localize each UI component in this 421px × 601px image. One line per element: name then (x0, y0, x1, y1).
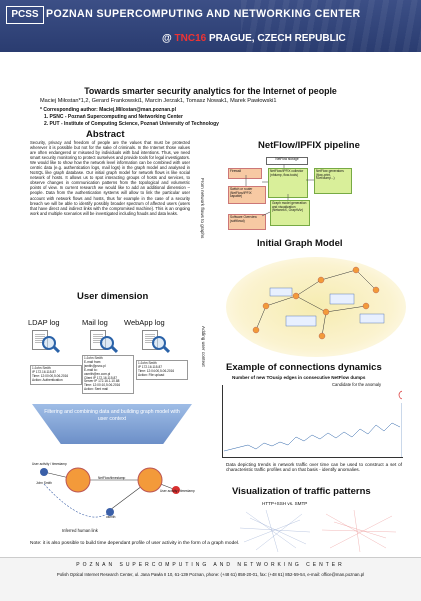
card-line: 1:John Smith (84, 356, 103, 360)
corresponding-author: * Corresponding author: Maciej.Milostan@… (40, 107, 176, 113)
card-line: E-mail from: (84, 359, 102, 364)
card-line: Time: 12:04:00,5.06.2016 (138, 368, 175, 373)
netflow-arrows (245, 164, 314, 217)
magnifier-icon (152, 336, 166, 350)
osmith-node-label: osmith (106, 515, 116, 519)
affiliation-2: 2. PUT - Institute of Computing Science,… (44, 121, 219, 127)
header-at: @ (162, 33, 172, 44)
graph-model-background (226, 257, 406, 357)
netflow-storage-box: NetFlow storage (266, 157, 308, 165)
traffic-pattern-visual (239, 509, 397, 553)
user-activity-left-label: User activity / timestamp (32, 462, 67, 466)
user-dimension-note: Note: it is also possible to build time … (30, 541, 240, 546)
header-place: PRAGUE, CZECH REPUBLIC (209, 33, 346, 44)
netflow-heading: NetFlow/IPFIX pipeline (258, 140, 360, 151)
visualization-heading: Visualization of traffic patterns (232, 486, 371, 497)
user-dimension-heading: User dimension (77, 291, 149, 302)
dynamics-chart (222, 385, 403, 458)
footer-organization: POZNAN SUPERCOMPUTING AND NETWORKING CEN… (76, 562, 345, 568)
user-graph-diagram (40, 467, 180, 518)
card-line: Action: File upload (138, 372, 165, 377)
poster-header: PCSS POZNAN SUPERCOMPUTING AND NETWORKIN… (0, 0, 421, 52)
initial-graph-heading: Initial Graph Model (257, 238, 343, 249)
card-line: Action: Authentication (32, 377, 63, 382)
netflow-edge-label: NetFlow/timestamp (98, 476, 126, 480)
webapp-log-label: WebApp log (124, 318, 165, 327)
ldap-log-card: 1:John Smith IP 172.16.115.87 Time: 12:0… (30, 365, 82, 385)
firewall-box: Firewall (228, 168, 262, 179)
card-line: Action: Sent mail (84, 387, 108, 392)
poster-footer (0, 557, 421, 601)
pcss-logo: PCSS (6, 6, 44, 24)
footer-address: Polish Optical Internet Research Center,… (56, 572, 365, 577)
abstract-heading: Abstract (86, 129, 125, 140)
traffic-label-vs: vs. (287, 501, 294, 506)
mail-log-label: Mail log (82, 318, 108, 327)
card-line: 1:John Smith (32, 366, 51, 370)
graph-model-box: Graph model generation and visualization… (270, 200, 310, 226)
overview-box: Software Overview (softflowd) (228, 214, 266, 230)
dynamics-series (223, 390, 402, 457)
header-pattern (241, 0, 421, 52)
paper-title: Towards smarter security analytics for t… (84, 86, 337, 96)
card-line: osmith@ex.com.pl (84, 371, 111, 376)
traffic-label-left: HTTP+SSH (262, 501, 287, 506)
dynamics-caption: Data depicting trends in network traffic… (226, 462, 402, 473)
funnel-text: Filtering and combining data and buildin… (44, 409, 180, 422)
traffic-label-right: SMTP (294, 501, 308, 506)
user-context-side-label: Adding user context (201, 326, 206, 367)
dynamics-chart-title: Number of new TOusip edges in consecutiv… (232, 375, 366, 380)
ldap-log-label: LDAP log (28, 318, 60, 327)
switch-box: Switch or router (NetFlow/IPFIX capable) (228, 186, 266, 204)
john-smith-node-label: John Smith (36, 481, 52, 485)
card-line: Server IP 172.16.1.10.88 (84, 379, 120, 384)
tnc-logo: TNC16 (174, 33, 207, 44)
card-line: Time: 12:00:10,5.06.2016 (84, 383, 121, 388)
mail-log-card: 1:John Smith E-mail from: jsmith@psnc.pl… (82, 355, 134, 395)
magnifier-icon (42, 336, 56, 350)
header-title: POZNAN SUPERCOMPUTING AND NETWORKING CEN… (46, 8, 361, 20)
abstract-text: Security, privacy and freedom of people … (30, 140, 190, 216)
card-line: IP 172.16.115.87 (32, 369, 56, 374)
card-line: IP 172.16.115.87 (138, 364, 162, 369)
generator-box: NetFlow generators (flow-print, fGet/dum… (314, 168, 352, 194)
traffic-pattern-labels: HTTP+SSH vs. SMTP (262, 501, 307, 506)
card-line: 1:John Smith (138, 361, 157, 365)
dynamics-heading: Example of connections dynamics (226, 362, 382, 373)
inferred-link-label: Inferred human link (62, 528, 98, 533)
author-list: Maciej Miłostan*1,2, Gerard Frankowski1,… (40, 98, 277, 104)
filter-funnel (32, 404, 192, 444)
user-activity-right-label: User activity / timestamp (160, 489, 195, 493)
header-subtitle: @ TNC16 PRAGUE, CZECH REPUBLIC (162, 33, 346, 44)
anomaly-annotation: Candidate for the anomaly (332, 382, 382, 387)
card-line: Client IP 172.16.115.87 (84, 375, 118, 380)
card-line: Time: 12:00:00,5.06.2016 (32, 373, 69, 378)
card-line: jsmith@psnc.pl (84, 363, 106, 368)
webapp-log-card: 1:John Smith IP 172.16.115.87 Time: 12:0… (136, 360, 188, 380)
card-line: E-mail to: (84, 367, 98, 372)
netflow-side-label: From network flows to graphs (200, 178, 205, 239)
collector-box: NetFlow/IPFIX collector (nfdump, flow-to… (268, 168, 308, 198)
magnifier-icon (100, 336, 114, 350)
affiliation-1: 1. PSNC - Poznań Supercomputing and Netw… (44, 114, 183, 120)
initial-graph-diagram (252, 266, 385, 340)
